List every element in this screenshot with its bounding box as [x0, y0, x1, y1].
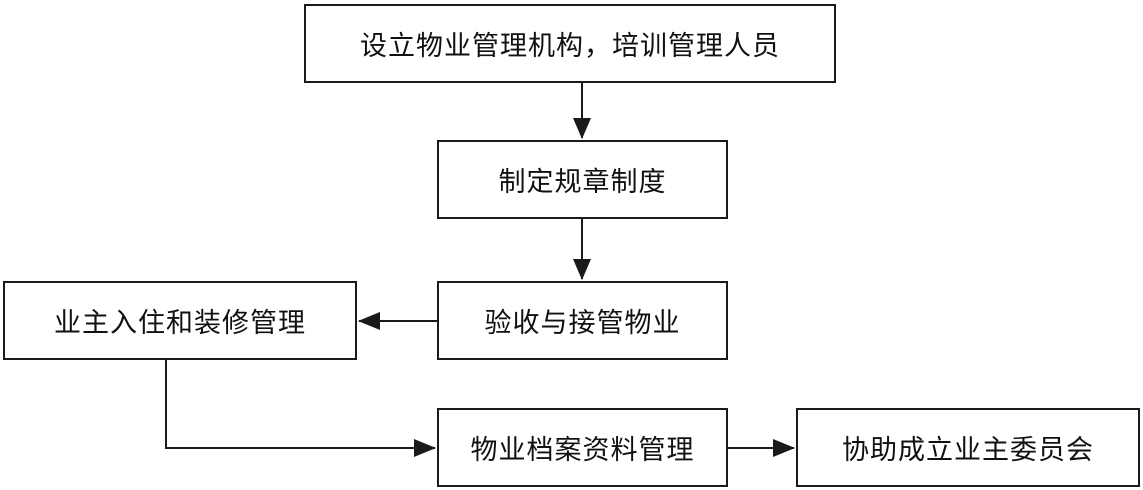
node-move-in-renovation: 业主入住和装修管理 — [3, 281, 357, 360]
arrowhead-n4-n5 — [414, 439, 436, 457]
node-owners-committee: 协助成立业主委员会 — [796, 408, 1140, 487]
node-label: 业主入住和装修管理 — [54, 308, 306, 339]
node-archive-management: 物业档案资料管理 — [437, 408, 728, 487]
arrowhead-n5-n6 — [773, 439, 795, 457]
arrowhead-n3-n4 — [358, 312, 380, 330]
node-property-takeover: 验收与接管物业 — [437, 281, 728, 360]
node-label: 物业档案资料管理 — [470, 435, 695, 466]
node-rules-and-regulations: 制定规章制度 — [437, 140, 728, 219]
edge-n4-n5 — [165, 360, 435, 449]
arrowhead-n2-n3 — [573, 259, 591, 280]
node-label: 协助成立业主委员会 — [842, 435, 1094, 466]
node-establish-management: 设立物业管理机构，培训管理人员 — [304, 4, 836, 83]
node-label: 制定规章制度 — [498, 167, 667, 198]
node-label: 验收与接管物业 — [484, 308, 681, 339]
arrowhead-n1-n2 — [573, 118, 591, 139]
node-label: 设立物业管理机构，培训管理人员 — [360, 31, 780, 62]
